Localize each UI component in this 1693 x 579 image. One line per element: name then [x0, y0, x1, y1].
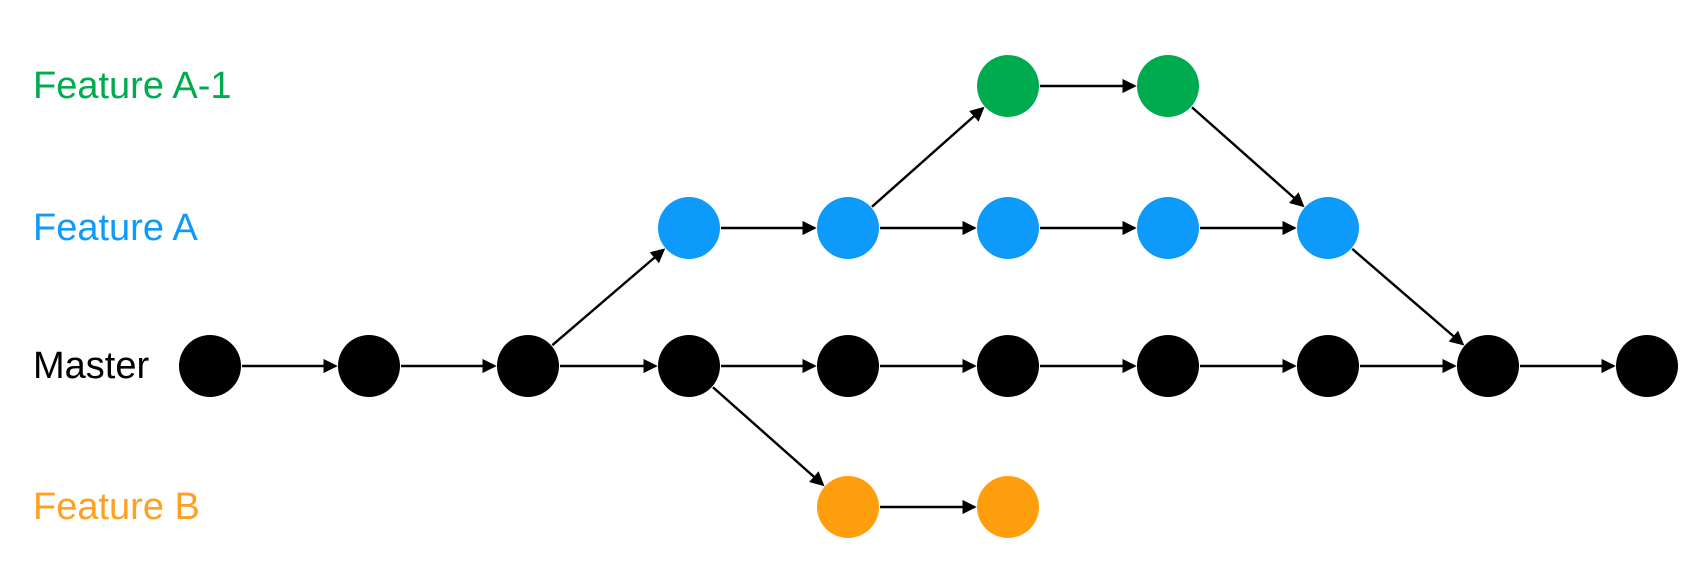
branch-arrow-master-2-to-feature-a-0 [551, 248, 666, 347]
commit-node-feature-a-4 [1297, 197, 1359, 259]
commit-node-master-3 [658, 335, 720, 397]
branch-label-feature-b: Feature B [33, 486, 200, 528]
commit-node-feature-a1-1 [1137, 55, 1199, 117]
commit-node-master-7 [1297, 335, 1359, 397]
commit-node-master-5 [977, 335, 1039, 397]
merge-arrow-feature-a-4-to-master-8 [1351, 247, 1465, 346]
commit-node-master-4 [817, 335, 879, 397]
commit-node-master-1 [338, 335, 400, 397]
commit-node-master-9 [1616, 335, 1678, 397]
commit-node-feature-b-0 [817, 476, 879, 538]
commit-node-feature-b-1 [977, 476, 1039, 538]
commit-node-feature-a1-0 [977, 55, 1039, 117]
commit-node-master-8 [1457, 335, 1519, 397]
branch-label-master: Master [33, 345, 150, 387]
merge-arrow-feature-a1-1-to-feature-a-4 [1191, 106, 1305, 208]
commit-node-feature-a-0 [658, 197, 720, 259]
branch-label-feature-a1: Feature A-1 [33, 65, 232, 107]
commit-node-feature-a-2 [977, 197, 1039, 259]
commit-node-master-0 [179, 335, 241, 397]
commit-node-master-2 [497, 335, 559, 397]
commit-node-master-6 [1137, 335, 1199, 397]
branch-arrow-master-3-to-feature-b-0 [712, 386, 825, 487]
commit-node-feature-a-3 [1137, 197, 1199, 259]
branch-label-feature-a: Feature A [33, 207, 198, 249]
branch-arrow-feature-a-1-to-feature-a1-0 [871, 106, 985, 208]
commit-node-feature-a-1 [817, 197, 879, 259]
